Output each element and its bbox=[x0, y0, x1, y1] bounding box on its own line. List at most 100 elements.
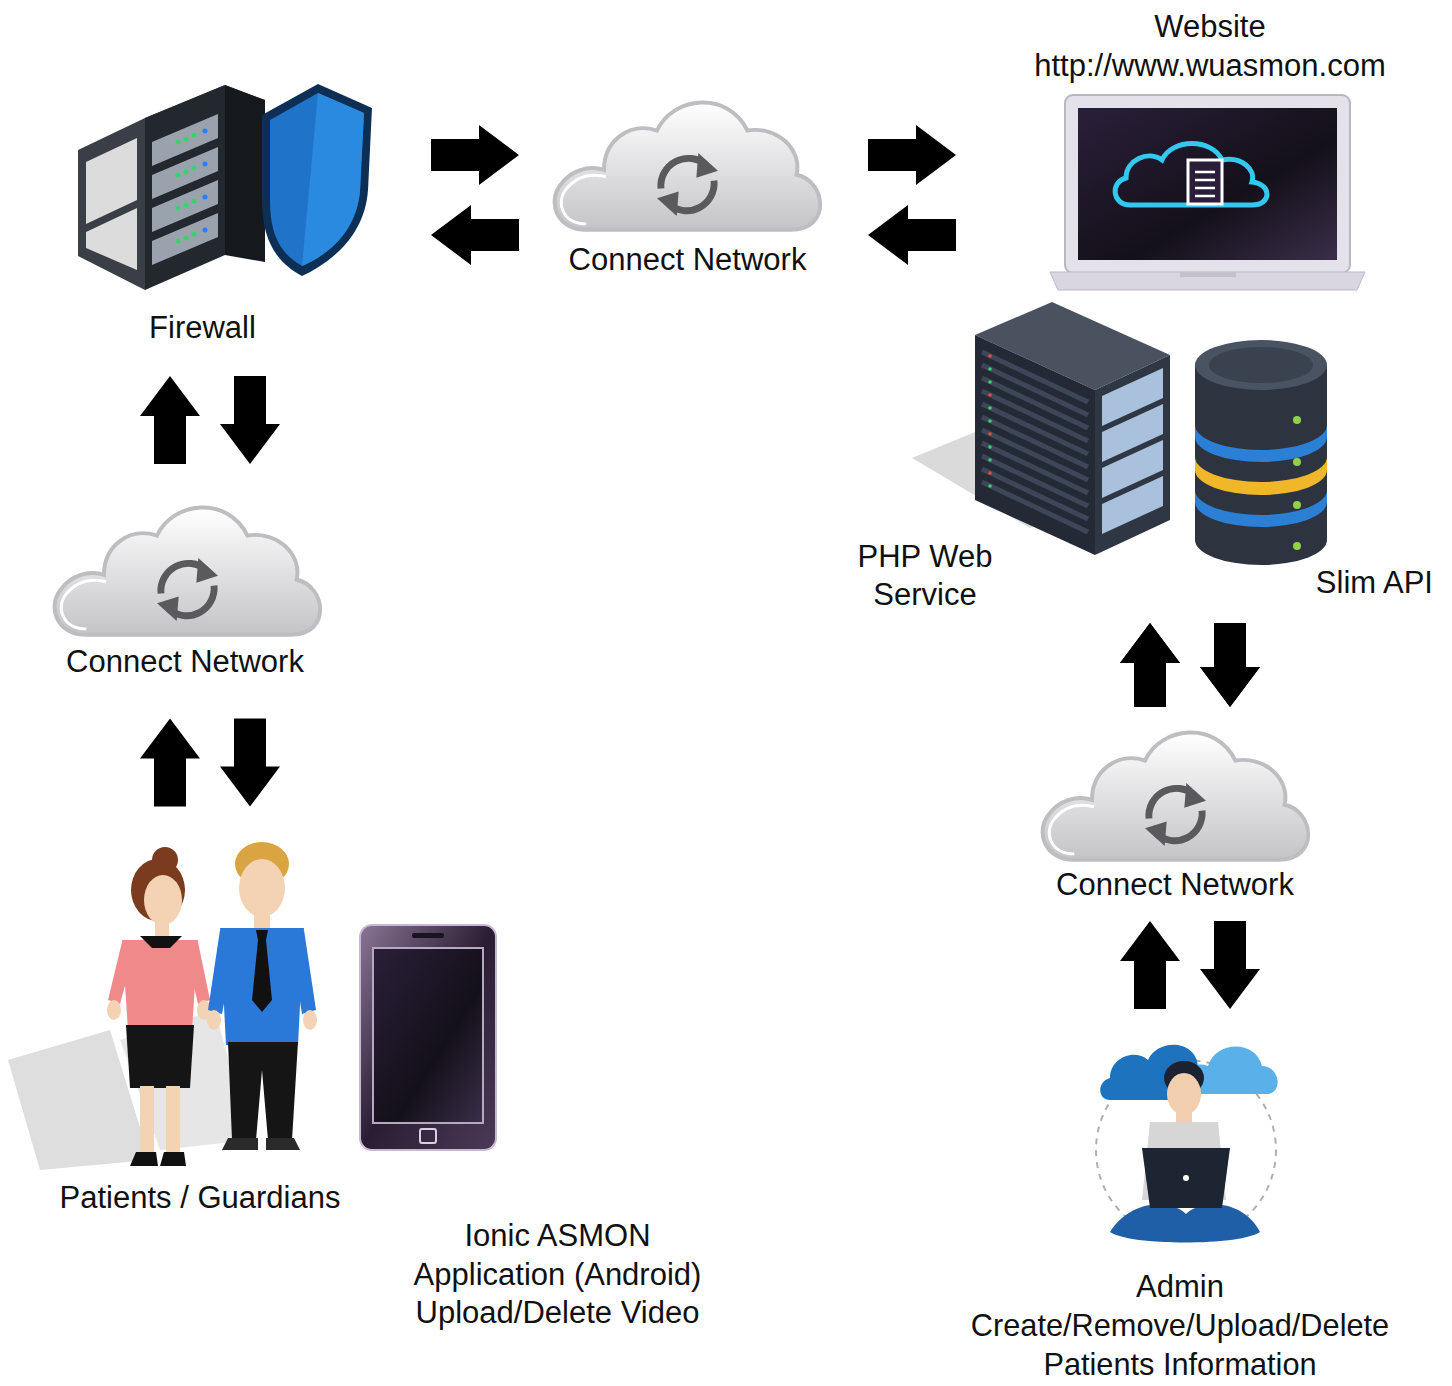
illustration-part bbox=[152, 213, 218, 265]
illustration-part bbox=[254, 912, 270, 928]
illustration-part bbox=[373, 948, 483, 1123]
illustration-part bbox=[184, 203, 189, 208]
icon-node: Websitehttp://www.wuasmon.com bbox=[990, 4, 1430, 96]
network-arrow bbox=[431, 125, 519, 265]
icon-node: Firewall bbox=[60, 80, 345, 350]
network-arrow bbox=[140, 376, 280, 464]
illustration-part bbox=[86, 138, 137, 224]
illustration-part bbox=[1110, 1204, 1260, 1242]
illustration-part bbox=[130, 1152, 158, 1166]
network-arrow bbox=[1120, 623, 1260, 707]
illustration-part bbox=[292, 930, 316, 1014]
illustration-part bbox=[252, 930, 272, 1012]
node-label: Connect Network bbox=[66, 643, 304, 682]
node-sublabel: http://www.wuasmon.com bbox=[1034, 47, 1385, 86]
illustration-part bbox=[192, 133, 197, 138]
illustration-part bbox=[1078, 108, 1337, 260]
firewall-icon bbox=[78, 84, 372, 290]
network-cloud bbox=[555, 102, 821, 229]
block-arrow bbox=[220, 719, 280, 807]
block-arrow bbox=[1120, 623, 1180, 707]
admin-icon bbox=[1096, 1045, 1278, 1243]
illustration-part bbox=[1167, 1073, 1201, 1115]
illustration-part bbox=[160, 1152, 186, 1166]
illustration-part bbox=[988, 406, 992, 410]
illustration-part bbox=[1065, 95, 1350, 273]
illustration-part bbox=[1095, 355, 1170, 555]
illustration-part bbox=[988, 393, 992, 397]
illustration-part bbox=[203, 228, 208, 233]
illustration-part bbox=[86, 208, 137, 270]
node-label: Patients / Guardians bbox=[60, 1179, 341, 1218]
illustration-part bbox=[1176, 1110, 1192, 1122]
illustration-part bbox=[122, 940, 198, 1030]
illustration-part bbox=[203, 129, 208, 134]
illustration-part bbox=[1195, 340, 1327, 390]
server-rack-icon bbox=[912, 302, 1170, 555]
illustration-part bbox=[360, 925, 496, 1150]
illustration-part bbox=[988, 458, 992, 462]
block-arrow bbox=[1200, 623, 1260, 707]
illustration-part bbox=[302, 93, 364, 266]
illustration-part bbox=[262, 84, 372, 276]
illustration-part bbox=[184, 137, 189, 142]
node-label: Connect Network bbox=[569, 241, 807, 280]
illustration-part bbox=[176, 239, 181, 244]
illustration-part bbox=[155, 920, 169, 938]
node-label: Ionic ASMON Application (Android) Upload… bbox=[393, 1217, 723, 1333]
icon-node: AdminCreate/Remove/Upload/Delete Patient… bbox=[945, 1020, 1415, 1384]
illustration-part bbox=[982, 365, 1088, 415]
illustration-part bbox=[988, 471, 992, 475]
illustration-part bbox=[982, 443, 1088, 493]
illustration-part bbox=[270, 93, 364, 266]
illustration-part bbox=[152, 114, 218, 265]
illustration-part bbox=[108, 942, 132, 1004]
illustration-part bbox=[982, 378, 1088, 428]
network-arrow bbox=[1120, 921, 1260, 1009]
illustration-part bbox=[988, 432, 992, 436]
block-arrow bbox=[1120, 921, 1180, 1009]
block-arrow bbox=[868, 125, 956, 185]
illustration-part bbox=[982, 456, 1088, 506]
block-arrow bbox=[868, 205, 956, 265]
illustration-part bbox=[184, 170, 189, 175]
icon-node: Connect Network bbox=[1030, 715, 1320, 910]
network-cloud bbox=[55, 507, 321, 634]
illustration-part bbox=[228, 1042, 298, 1140]
illustration-part bbox=[988, 484, 992, 488]
illustration-part bbox=[988, 445, 992, 449]
illustration-part bbox=[207, 1010, 221, 1030]
illustration-part bbox=[412, 933, 444, 938]
illustration-part bbox=[176, 206, 181, 211]
illustration-part bbox=[107, 1000, 121, 1020]
block-arrow bbox=[1120, 623, 1180, 707]
node-label: Admin bbox=[1136, 1268, 1224, 1307]
node-label: PHP Web Service bbox=[850, 538, 1000, 616]
illustration-part bbox=[1183, 1175, 1189, 1181]
node-label: Firewall bbox=[149, 309, 256, 348]
illustration-part bbox=[982, 391, 1088, 441]
block-arrow bbox=[140, 376, 200, 464]
illustration-part bbox=[225, 85, 265, 262]
illustration-part bbox=[420, 1129, 436, 1143]
illustration-part bbox=[1195, 187, 1215, 190]
illustration-part bbox=[266, 1138, 300, 1150]
illustration-part bbox=[1050, 272, 1365, 290]
illustration-part bbox=[145, 85, 225, 290]
icon-node: PHP Web Service bbox=[840, 300, 1185, 615]
illustration-part bbox=[1180, 272, 1236, 277]
illustration-part bbox=[192, 199, 197, 204]
illustration-part bbox=[982, 404, 1088, 454]
illustration-part bbox=[140, 1086, 154, 1154]
node-label: Website bbox=[1154, 8, 1265, 47]
illustration-part bbox=[1195, 171, 1215, 174]
block-arrow bbox=[431, 125, 519, 185]
illustration-part bbox=[1293, 501, 1301, 509]
illustration-part bbox=[1195, 490, 1327, 527]
icon-node: Connect Network bbox=[540, 80, 835, 280]
illustration-part bbox=[184, 236, 189, 241]
illustration-part bbox=[1293, 416, 1301, 424]
illustration-part bbox=[1195, 179, 1215, 182]
illustration-part bbox=[192, 166, 197, 171]
